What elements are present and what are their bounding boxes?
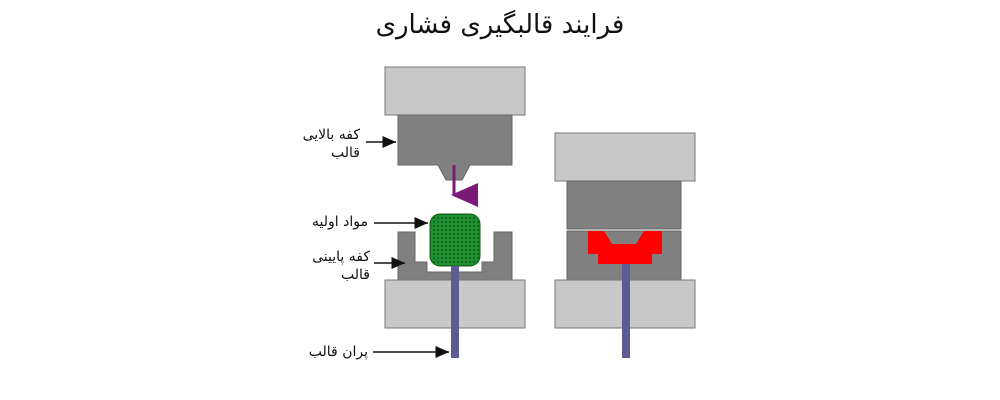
upper-platen: [384, 66, 526, 116]
lower-mold-label-line2: قالب: [341, 267, 370, 283]
upper-mold-label-line2: قالب: [331, 145, 360, 161]
upper-mold-half: [397, 114, 513, 181]
closed-press-assembly: [554, 132, 696, 358]
raw-material-label: مواد اولیه: [312, 214, 368, 230]
diagram-title: فرایند قالبگیری فشاری: [375, 10, 625, 40]
open-press-assembly: [384, 66, 526, 358]
raw-material-charge: [429, 213, 481, 267]
lower-mold-label-line1: کفه پایینی: [312, 249, 370, 265]
upper-mold-closed: [566, 180, 682, 230]
lower-mold-label: کفه پایینی قالب: [292, 248, 370, 284]
upper-platen-closed: [554, 132, 696, 182]
molded-part: [588, 231, 662, 264]
ejector-pin-label: پران قالب: [308, 344, 368, 360]
upper-mold-label: کفه بالایی قالب: [292, 126, 360, 162]
ejector-pin-closed: [622, 264, 630, 358]
upper-mold-label-line1: کفه بالایی: [302, 127, 360, 143]
ejector-pin: [451, 266, 459, 358]
